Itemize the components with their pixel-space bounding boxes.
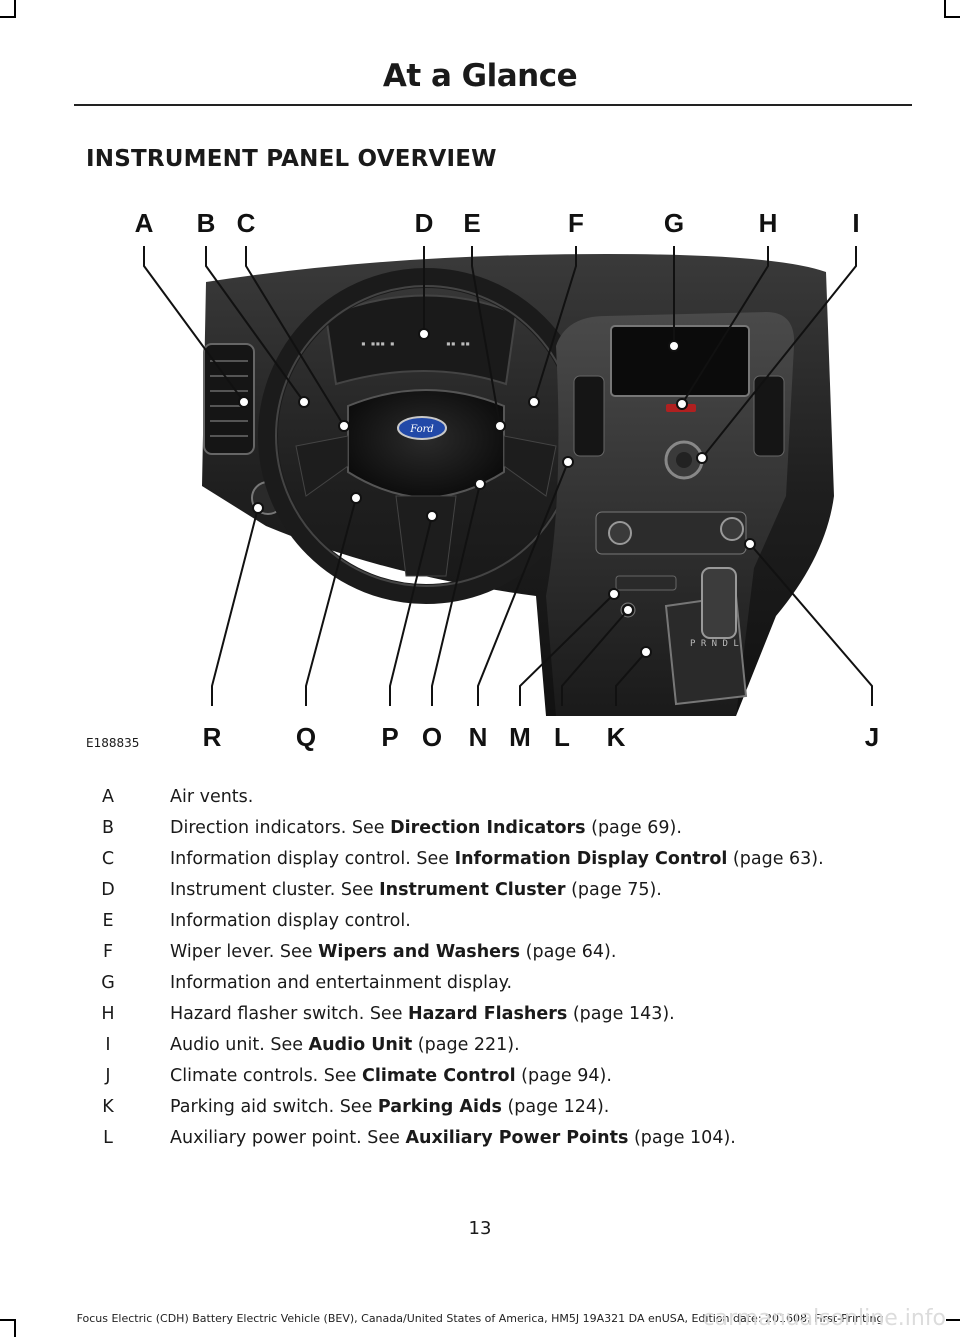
cross-reference-link[interactable]: Instrument Cluster (379, 880, 566, 900)
legend-description: Information display control. See Informa… (170, 849, 824, 869)
legend-description: Instrument cluster. See Instrument Clust… (170, 880, 662, 900)
crop-mark (14, 1319, 16, 1337)
legend-key: D (101, 880, 115, 900)
legend-item: J Climate controls. See Climate Control … (86, 1063, 906, 1094)
cross-reference-link[interactable]: Audio Unit (308, 1035, 413, 1055)
callout-label-i: I (852, 208, 859, 238)
legend-item: C Information display control. See Infor… (86, 846, 906, 877)
legend-description: Audio unit. See Audio Unit (page 221). (170, 1035, 520, 1055)
callout-label-k: K (607, 722, 626, 752)
legend-description: Hazard flasher switch. See Hazard Flashe… (170, 1004, 675, 1024)
cross-reference-link[interactable]: Wipers and Washers (318, 942, 521, 962)
callout-label-h: H (759, 208, 778, 238)
legend-key: I (105, 1035, 111, 1055)
legend-description: Climate controls. See Climate Control (p… (170, 1066, 612, 1086)
legend-item: B Direction indicators. See Direction In… (86, 815, 906, 846)
callout-label-e: E (463, 208, 480, 238)
section-title: INSTRUMENT PANEL OVERVIEW (86, 146, 497, 172)
watermark: carmanualsonline.info (702, 1306, 946, 1331)
crop-mark (0, 1319, 14, 1321)
legend-description: Air vents. (170, 787, 254, 807)
legend-item: G Information and entertainment display. (86, 970, 906, 1001)
crop-mark (946, 16, 960, 18)
crop-mark (946, 1319, 960, 1321)
crop-mark (0, 16, 14, 18)
cross-reference-link[interactable]: Parking Aids (377, 1097, 502, 1117)
cross-reference-link[interactable]: Hazard Flashers (408, 1004, 568, 1024)
crop-mark (14, 0, 16, 18)
callout-label-a: A (135, 208, 154, 238)
legend-key: F (102, 942, 114, 962)
legend-item: L Auxiliary power point. See Auxiliary P… (86, 1125, 906, 1156)
legend-item: I Audio unit. See Audio Unit (page 221). (86, 1032, 906, 1063)
page-number: 13 (468, 1218, 492, 1239)
legend-description: Direction indicators. See Direction Indi… (170, 818, 682, 838)
dashboard-illustration: ▪ ▪▪▪ ▪ ▪▪ ▪▪ Ford P R N D L (135, 208, 880, 752)
callout-label-o: O (422, 722, 442, 752)
legend-key: E (102, 911, 114, 931)
legend-item: E Information display control. (86, 908, 906, 939)
legend-description: Information display control. (170, 911, 411, 931)
callout-label-p: P (381, 722, 398, 752)
callout-label-j: J (865, 722, 879, 752)
svg-text:▪▪ ▪▪: ▪▪ ▪▪ (446, 339, 470, 348)
callout-label-c: C (237, 208, 256, 238)
callout-label-q: Q (296, 722, 316, 752)
instrument-panel-figure: ▪ ▪▪▪ ▪ ▪▪ ▪▪ Ford P R N D L (86, 196, 906, 762)
callout-label-d: D (415, 208, 434, 238)
callout-label-f: F (568, 208, 584, 238)
legend-item: A Air vents. (86, 784, 906, 815)
legend-key: C (101, 849, 115, 869)
legend-description: Parking aid switch. See Parking Aids (pa… (170, 1097, 610, 1117)
crop-mark (944, 0, 946, 18)
legend-key: B (101, 818, 114, 838)
callout-label-g: G (664, 208, 684, 238)
page-footer: Focus Electric (CDH) Battery Electric Ve… (76, 1312, 884, 1325)
cross-reference-link[interactable]: Auxiliary Power Points (405, 1128, 629, 1148)
cross-reference-link[interactable]: Information Display Control (454, 849, 728, 869)
legend-description: Information and entertainment display. (170, 973, 513, 993)
legend-item: H Hazard flasher switch. See Hazard Flas… (86, 1001, 906, 1032)
svg-text:P R N D L: P R N D L (690, 639, 739, 649)
figure-id: E188835 (86, 736, 140, 750)
svg-text:Ford: Ford (409, 424, 434, 435)
legend-item: K Parking aid switch. See Parking Aids (… (86, 1094, 906, 1125)
legend-item: D Instrument cluster. See Instrument Clu… (86, 877, 906, 908)
legend-key: J (105, 1066, 111, 1086)
callout-label-r: R (203, 722, 222, 752)
callout-label-l: L (554, 722, 570, 752)
cross-reference-link[interactable]: Direction Indicators (390, 818, 586, 838)
header-divider (74, 104, 912, 106)
callout-label-m: M (509, 722, 531, 752)
legend-list: A Air vents. B Direction indicators. See… (86, 784, 906, 1156)
instrument-cluster-hood (324, 294, 518, 386)
legend-key: L (103, 1128, 113, 1148)
legend-key: G (101, 973, 115, 993)
legend-description: Auxiliary power point. See Auxiliary Pow… (170, 1128, 736, 1148)
ford-logo (397, 416, 447, 440)
legend-key: K (102, 1097, 114, 1117)
legend-description: Wiper lever. See Wipers and Washers (pag… (170, 942, 617, 962)
infotainment-screen (610, 325, 750, 397)
cross-reference-link[interactable]: Climate Control (362, 1066, 516, 1086)
callout-label-n: N (469, 722, 488, 752)
svg-text:▪ ▪▪▪ ▪: ▪ ▪▪▪ ▪ (361, 339, 395, 348)
page-header-title: At a Glance (382, 58, 578, 94)
center-left-vent (573, 375, 605, 457)
left-air-vent (203, 343, 255, 455)
legend-key: H (101, 1004, 115, 1024)
callout-label-b: B (197, 208, 216, 238)
legend-key: A (102, 787, 114, 807)
legend-item: F Wiper lever. See Wipers and Washers (p… (86, 939, 906, 970)
climate-panel (595, 511, 747, 555)
